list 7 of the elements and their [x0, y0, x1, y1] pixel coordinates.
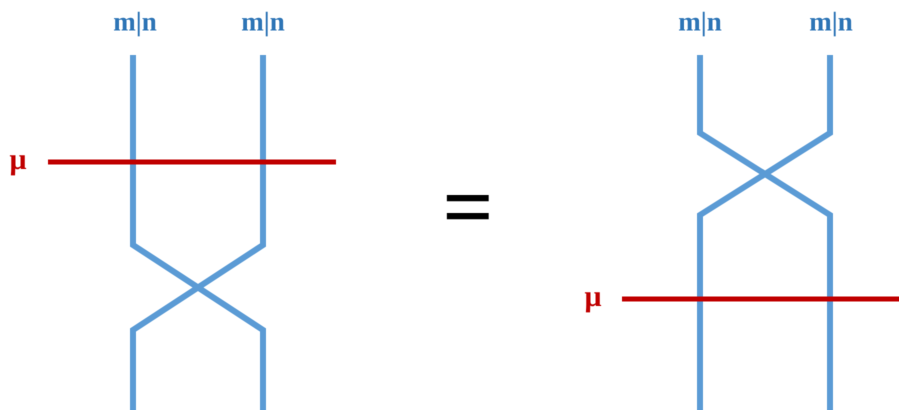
line-label: μ [584, 282, 602, 312]
strand-label: m|n [113, 8, 157, 36]
strand-label: m|n [678, 8, 722, 36]
strand-label: m|n [241, 8, 285, 36]
line-label: μ [10, 145, 26, 175]
equals-sign: = [442, 163, 494, 253]
strand-label: m|n [809, 8, 853, 36]
